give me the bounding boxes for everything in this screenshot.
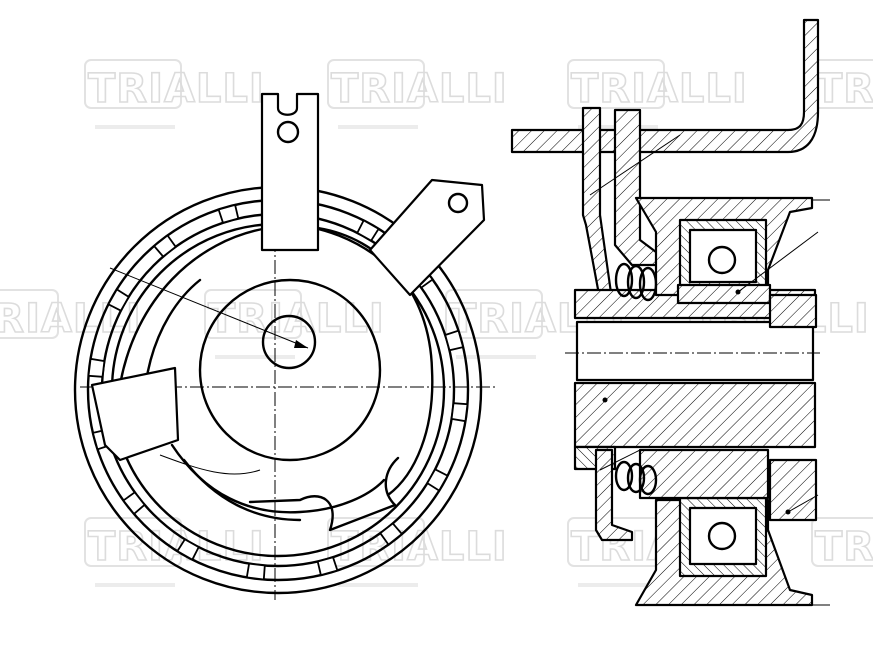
pointer-arm-hole: [447, 192, 469, 214]
lower-bracket-hook: [594, 448, 634, 542]
watermark-logo: TRIALLI: [327, 59, 508, 129]
front-view: [73, 92, 498, 600]
pulley-rib-notch: [426, 468, 449, 492]
upper-bearing-inner: [688, 228, 758, 284]
pulley-rib-notch: [379, 522, 404, 546]
leader-line: [589, 134, 681, 196]
watermark-logo: TRIALLI: [84, 59, 265, 129]
svg-text:TRIALLI: TRIALLI: [208, 296, 385, 342]
pointer-arm: [368, 178, 486, 297]
adjuster-arm: [260, 92, 320, 252]
pulley-rib-notch: [444, 329, 465, 352]
section-view: [510, 18, 830, 607]
base-plate-lower-rim-2: [182, 458, 302, 522]
eccentric-bushing-lower: [573, 381, 817, 449]
svg-text:TRIALLI: TRIALLI: [88, 66, 265, 112]
pulley-rib-notch: [107, 288, 130, 312]
leader-line: [787, 494, 819, 513]
right-collar-upper: [768, 293, 818, 329]
leader-line: [109, 267, 309, 349]
indicator-tongue: [90, 366, 180, 462]
adjuster-arm-hole: [276, 120, 300, 144]
pulley-rib-notch: [152, 234, 177, 258]
svg-text:TRIALLI: TRIALLI: [815, 524, 873, 570]
leader-dot: [785, 509, 791, 515]
leader-line: [737, 231, 819, 293]
torsion-spring-lower: [614, 460, 658, 496]
eccentric-cutout: [248, 456, 400, 532]
pulley-rib-notch: [316, 556, 339, 577]
lower-bearing-race: [638, 448, 770, 500]
leader-dot: [735, 289, 741, 295]
watermark-logo: TRIALLI: [327, 517, 508, 587]
base-plate-contour: [118, 226, 434, 497]
torsion-spring-upper: [614, 262, 658, 302]
watermark-logo: TRIALLI: [811, 59, 873, 113]
svg-text:TRIALLI: TRIALLI: [331, 66, 508, 112]
right-collar-lower: [768, 458, 818, 522]
base-plate-lower-rim: [170, 443, 386, 514]
pulley-rib-notch: [122, 491, 146, 516]
watermark-logo: TRIALLI: [84, 517, 265, 587]
upper-bearing-race: [676, 283, 772, 305]
svg-text:TRIALLI: TRIALLI: [88, 524, 265, 570]
lower-bearing-inner: [688, 506, 758, 566]
upper-bearing-ball: [707, 245, 737, 275]
hub-circle: [198, 278, 382, 462]
svg-text:TRIALLI: TRIALLI: [815, 66, 873, 112]
pulley-rib-notch: [217, 203, 240, 224]
lower-bearing-ball: [707, 521, 737, 551]
pulley-rib-notch: [356, 219, 380, 242]
bolt-bore: [575, 320, 815, 382]
watermark-logo: TRIALLI: [204, 289, 385, 359]
leader-line: [599, 449, 641, 471]
pulley-rib-notch: [87, 357, 106, 378]
pulley-rib-notch: [450, 402, 469, 423]
leader-dot: [602, 397, 608, 403]
pulley-rib-notch: [245, 562, 266, 581]
watermark-logo: TRIALLI: [811, 517, 873, 571]
bolt-hole: [261, 314, 317, 370]
svg-text:TRIALLI: TRIALLI: [571, 66, 748, 112]
pulley-rib-notch: [176, 538, 200, 561]
eccentric-cutout-edge: [159, 454, 261, 475]
mounting-bracket: [510, 18, 820, 154]
leader-arrow: [294, 340, 308, 348]
